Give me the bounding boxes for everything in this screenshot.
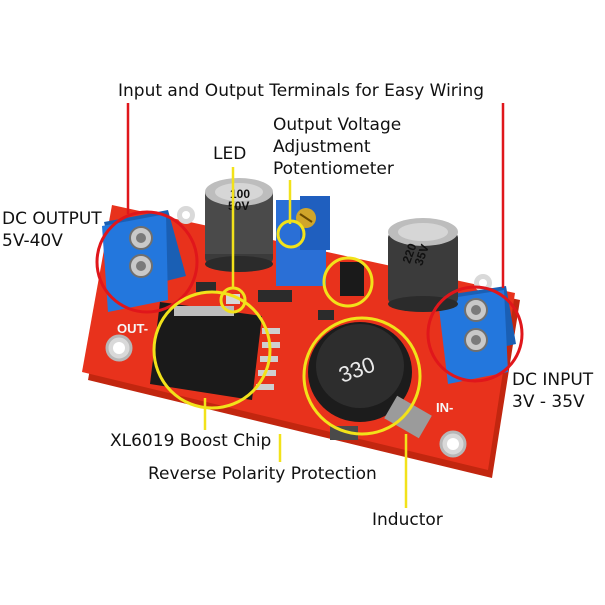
capacitor-right-marking: 22035V: [400, 238, 432, 269]
chip-label: XL6019 Boost Chip: [110, 431, 272, 451]
dc-input-label: DC INPUT 3V - 35V: [512, 370, 594, 412]
potentiometer-circle: [276, 219, 306, 249]
dc-output-label: DC OUTPUT 5V-40V: [2, 209, 102, 251]
capacitor-left: [205, 178, 273, 272]
inductor-label: Inductor: [372, 510, 443, 530]
input-terminal-circle: [426, 285, 524, 383]
chip-circle: [152, 290, 272, 410]
output-terminal-circle: [95, 210, 199, 314]
output-terminal: [102, 210, 186, 312]
led-circle: [219, 286, 247, 314]
led-component: [226, 294, 240, 304]
silk-out-label: OUT-: [117, 321, 148, 336]
input-terminal: [438, 286, 516, 384]
terminals-label: Input and Output Terminals for Easy Wiri…: [118, 81, 485, 101]
led-label: LED: [213, 144, 247, 164]
capacitor-right: [388, 218, 458, 312]
inductor-component: [308, 322, 432, 440]
callout-lines: [126, 103, 505, 508]
potentiometer-label: Output Voltage Adjustment Potentiometer: [273, 115, 402, 179]
protection-circle: [322, 256, 374, 308]
inductor-circle: [302, 316, 422, 436]
silk-in-label: IN-: [436, 400, 453, 415]
reverse-polarity-label: Reverse Polarity Protection: [148, 464, 377, 484]
